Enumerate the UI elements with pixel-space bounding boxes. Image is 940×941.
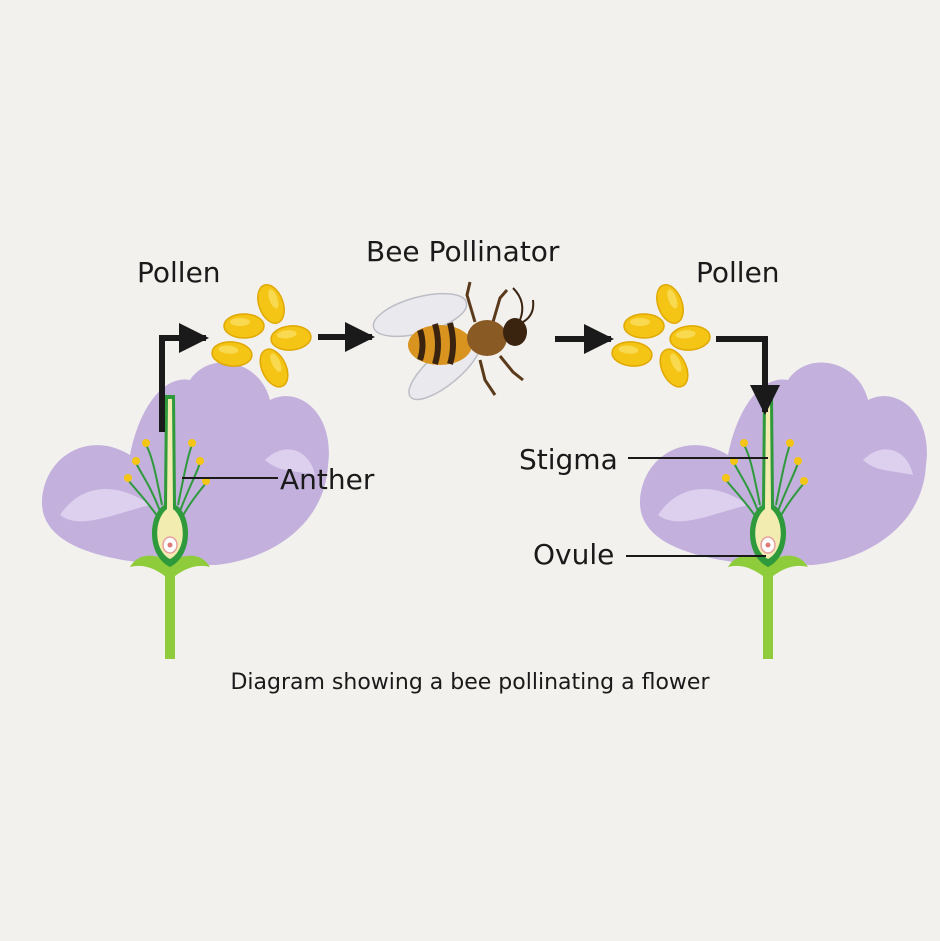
ovule-label: Ovule xyxy=(533,538,615,571)
leader-lines xyxy=(182,457,768,557)
pollen-right-label: Pollen xyxy=(696,256,780,289)
pollen-left-label: Pollen xyxy=(137,256,221,289)
left-flower-illustration xyxy=(40,361,330,660)
diagram-caption: Diagram showing a bee pollinating a flow… xyxy=(230,670,710,695)
flow-arrows xyxy=(159,322,780,432)
stigma-label: Stigma xyxy=(519,443,618,476)
bee-pollinator-label: Bee Pollinator xyxy=(366,235,560,268)
bee-illustration xyxy=(372,281,535,401)
right-flower-illustration xyxy=(638,361,928,660)
anther-label: Anther xyxy=(280,463,375,496)
right-pollen-grains xyxy=(610,280,712,392)
